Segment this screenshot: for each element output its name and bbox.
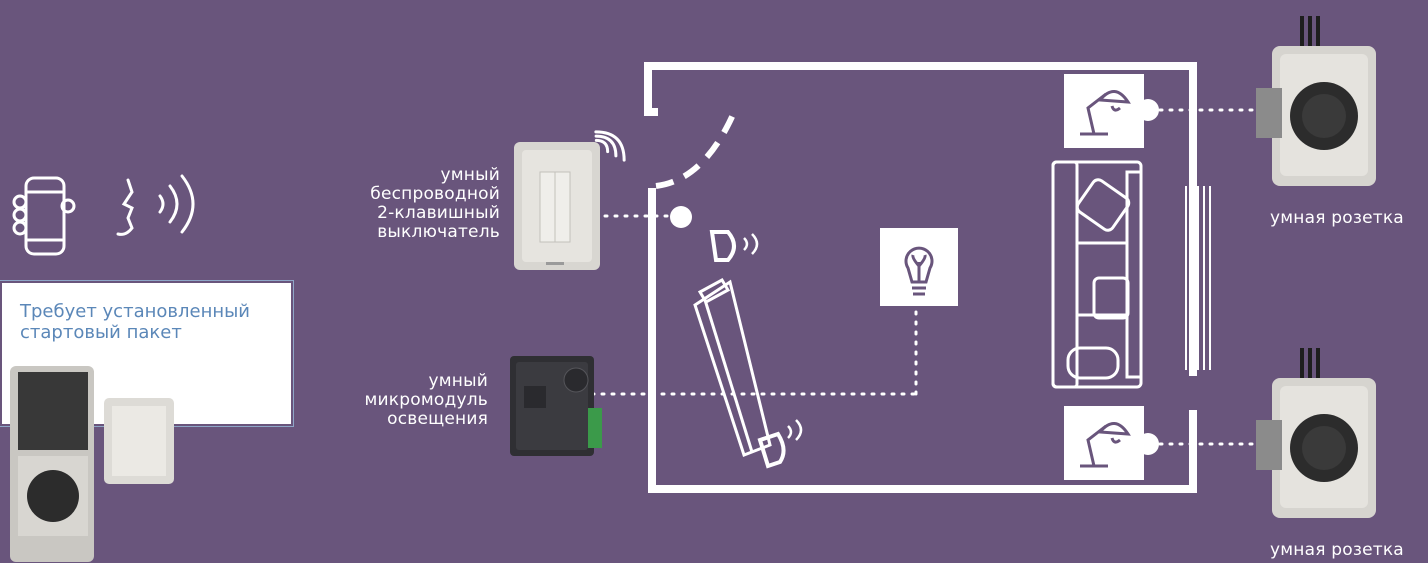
switch-node xyxy=(670,206,692,228)
light-bulb-icon xyxy=(880,228,958,306)
switch-label-line3: 2-клавишный xyxy=(300,204,500,223)
switch-label-line1: умный xyxy=(300,166,500,185)
micromodule-label: умный микромодуль освещения xyxy=(288,372,488,429)
remote-button-icon xyxy=(712,232,757,260)
smart-socket-device xyxy=(1256,16,1376,186)
socket-label-bottom: умная розетка xyxy=(1270,541,1428,560)
door-swing xyxy=(656,110,735,186)
socket-label-top: умная розетка xyxy=(1270,209,1428,228)
wireless-switch-device xyxy=(514,125,631,270)
micromodule-label-line2: микромодуль xyxy=(288,391,488,410)
switch-label: умный беспроводной 2-клавишный выключате… xyxy=(300,166,500,242)
desk-lamp-icon xyxy=(1064,74,1159,148)
switch-label-line2: беспроводной xyxy=(300,185,500,204)
micromodule-label-line3: освещения xyxy=(288,410,488,429)
micromodule-device xyxy=(510,356,602,456)
desk-lamp-icon xyxy=(1064,406,1159,480)
micromodule-label-line1: умный xyxy=(288,372,488,391)
starter-pack-devices xyxy=(0,0,200,563)
remote-icon xyxy=(695,280,770,455)
switch-label-line4: выключатель xyxy=(300,223,500,242)
smart-socket-device xyxy=(1256,348,1376,518)
sofa-icon xyxy=(1053,162,1141,387)
